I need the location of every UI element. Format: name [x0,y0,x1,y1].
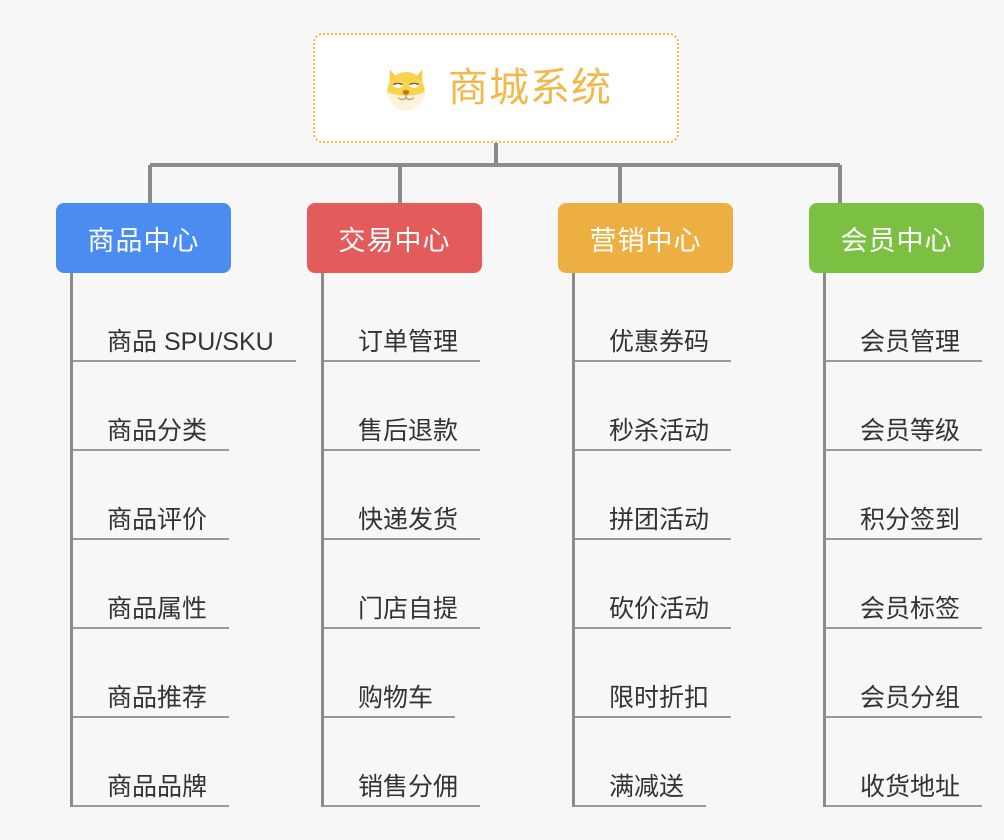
list-item-label: 限时折扣 [609,683,710,712]
list-item[interactable]: 限时折扣 [575,653,731,718]
list-item[interactable]: 积分签到 [826,475,982,540]
column-header-trade-center[interactable]: 交易中心 [307,203,482,273]
list-item[interactable]: 商品 SPU/SKU [73,297,296,362]
list-item-label: 砍价活动 [609,594,710,623]
column-product-center: 商品中心 商品 SPU/SKU 商品分类 商品评价 商品属性 商品推荐 商品品牌 [0,203,296,807]
list-item-label: 会员分组 [860,683,961,712]
list-item[interactable]: 商品评价 [73,475,229,540]
list-item[interactable]: 商品品牌 [73,742,229,807]
dog-face-icon [387,69,425,111]
list-item[interactable]: 商品分类 [73,386,229,451]
list-item-label: 会员等级 [860,416,961,445]
list-item[interactable]: 购物车 [324,653,455,718]
list-item-label: 商品 SPU/SKU [107,327,274,356]
list-item-label: 商品推荐 [107,683,208,712]
list-item-label: 积分签到 [860,505,961,534]
list-item-label: 秒杀活动 [609,416,710,445]
list-item-label: 快递发货 [358,505,459,534]
root-node-title: 商城系统 [448,66,612,110]
column-body-marketing-center: 优惠券码 秒杀活动 拼团活动 砍价活动 限时折扣 满减送 [572,273,733,807]
list-item-label: 拼团活动 [609,505,710,534]
list-item-label: 商品品牌 [107,772,208,801]
list-item[interactable]: 会员等级 [826,386,982,451]
list-item[interactable]: 商品属性 [73,564,229,629]
list-item[interactable]: 优惠券码 [575,297,731,362]
list-item[interactable]: 快递发货 [324,475,480,540]
list-item[interactable]: 会员分组 [826,653,982,718]
column-header-product-center[interactable]: 商品中心 [56,203,231,273]
list-item-label: 会员标签 [860,594,961,623]
list-item[interactable]: 会员标签 [826,564,982,629]
list-item-label: 商品分类 [107,416,208,445]
list-item[interactable]: 订单管理 [324,297,480,362]
list-item[interactable]: 会员管理 [826,297,982,362]
list-item-label: 商品属性 [107,594,208,623]
list-item-label: 满减送 [609,772,685,801]
list-item[interactable]: 售后退款 [324,386,480,451]
list-item[interactable]: 秒杀活动 [575,386,731,451]
list-item-label: 会员管理 [860,327,961,356]
list-item-label: 门店自提 [358,594,459,623]
list-item-label: 购物车 [358,683,434,712]
list-item-label: 收货地址 [860,772,961,801]
list-item-label: 优惠券码 [609,327,710,356]
list-item[interactable]: 拼团活动 [575,475,731,540]
list-item[interactable]: 砍价活动 [575,564,731,629]
list-item-label: 售后退款 [358,416,459,445]
list-item[interactable]: 商品推荐 [73,653,229,718]
list-item-label: 商品评价 [107,505,208,534]
root-node-card[interactable]: 商城系统 [313,33,679,143]
list-item-label: 销售分佣 [358,772,459,801]
column-header-member-center[interactable]: 会员中心 [809,203,984,273]
column-body-member-center: 会员管理 会员等级 积分签到 会员标签 会员分组 收货地址 [823,273,984,807]
column-trade-center: 交易中心 订单管理 售后退款 快递发货 门店自提 购物车 销售分佣 [251,203,502,807]
column-body-product-center: 商品 SPU/SKU 商品分类 商品评价 商品属性 商品推荐 商品品牌 [70,273,296,807]
list-item[interactable]: 销售分佣 [324,742,480,807]
column-member-center: 会员中心 会员管理 会员等级 积分签到 会员标签 会员分组 收货地址 [753,203,1004,807]
list-item[interactable]: 满减送 [575,742,706,807]
column-body-trade-center: 订单管理 售后退款 快递发货 门店自提 购物车 销售分佣 [321,273,482,807]
column-header-marketing-center[interactable]: 营销中心 [558,203,733,273]
list-item-label: 订单管理 [358,327,459,356]
column-container: 商品中心 商品 SPU/SKU 商品分类 商品评价 商品属性 商品推荐 商品品牌… [0,203,1004,807]
list-item[interactable]: 收货地址 [826,742,982,807]
column-marketing-center: 营销中心 优惠券码 秒杀活动 拼团活动 砍价活动 限时折扣 满减送 [502,203,753,807]
list-item[interactable]: 门店自提 [324,564,480,629]
